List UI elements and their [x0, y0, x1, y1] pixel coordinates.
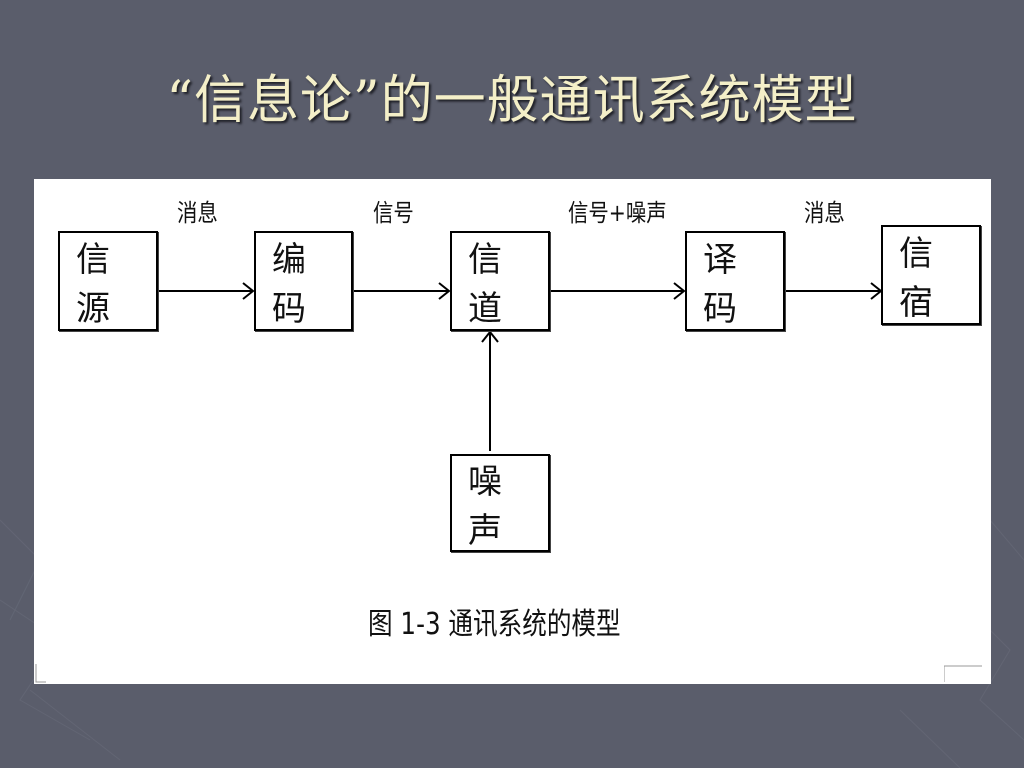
label-source-to-encoder: 消息	[177, 199, 218, 227]
arrow-encoder-to-channel	[353, 282, 451, 300]
arrow-decoder-to-sink	[785, 282, 883, 300]
node-channel: 信 道	[450, 231, 550, 331]
label-channel-to-decoder: 信号+噪声	[568, 199, 667, 227]
arrow-source-to-encoder	[158, 282, 255, 300]
corner-mark-left	[35, 664, 46, 683]
arrow-noise-to-channel	[481, 330, 499, 451]
node-source: 信 源	[58, 231, 158, 331]
arrow-channel-to-decoder	[550, 282, 686, 300]
diagram-panel: 信 源 编 码 信 道 译 码 信 宿 噪 声 消息 信号 信号+噪声 消息 图…	[34, 179, 991, 684]
slide-title: “信息论”的一般通讯系统模型	[166, 71, 858, 131]
corner-mark-right	[944, 665, 982, 682]
node-noise: 噪 声	[450, 454, 550, 552]
label-decoder-to-sink: 消息	[804, 199, 845, 227]
label-encoder-to-channel: 信号	[373, 199, 414, 227]
node-sink: 信 宿	[881, 225, 981, 325]
figure-caption: 图 1-3 通讯系统的模型	[368, 607, 621, 642]
node-encoder: 编 码	[254, 231, 353, 331]
node-decoder: 译 码	[685, 231, 785, 331]
